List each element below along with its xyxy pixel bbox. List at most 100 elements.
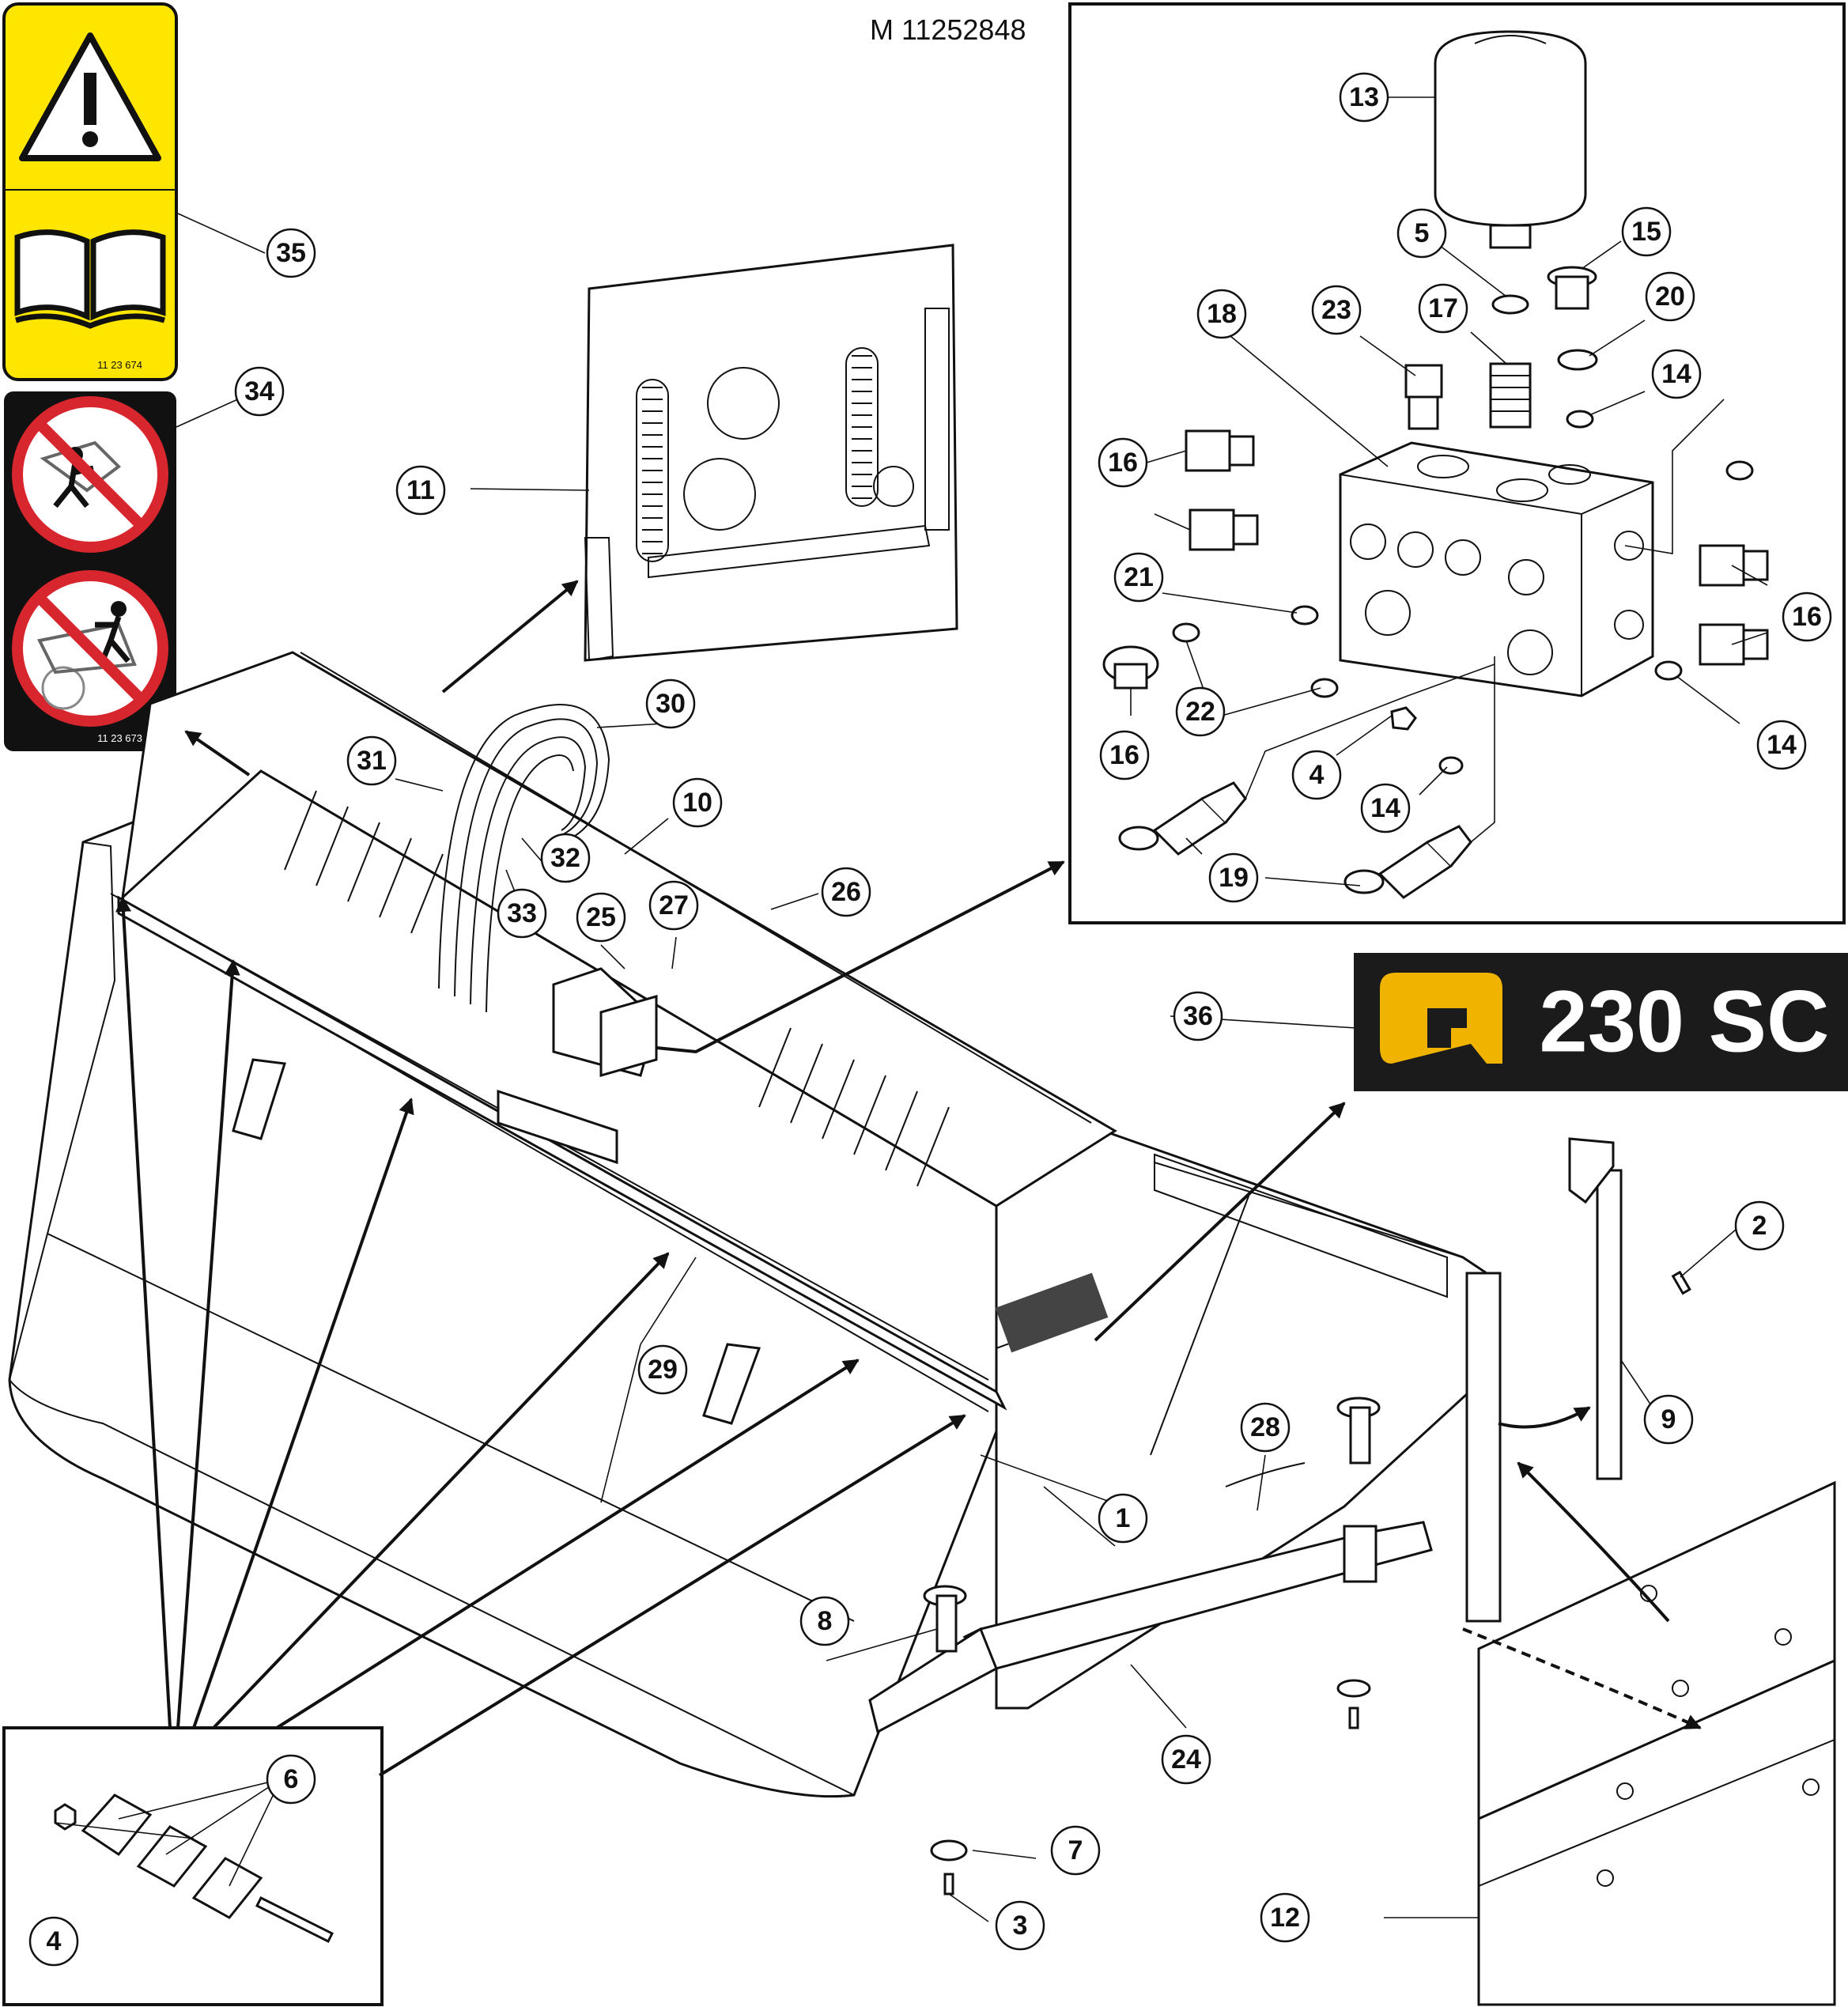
callout-16-c: 16 <box>1099 730 1150 780</box>
svg-text:6: 6 <box>284 1764 299 1794</box>
callout-10: 10 <box>672 777 723 828</box>
svg-text:16: 16 <box>1109 740 1139 770</box>
pins-8-28 <box>923 1397 1381 1896</box>
callout-27: 27 <box>648 880 699 931</box>
valve-block-18 <box>1339 441 1654 697</box>
svg-text:30: 30 <box>656 689 686 719</box>
valve-assembly-25 <box>497 967 658 1165</box>
svg-text:26: 26 <box>831 877 861 907</box>
svg-text:8: 8 <box>818 1606 833 1636</box>
callout-12: 12 <box>1260 1892 1310 1943</box>
callout-14-d: 14 <box>1661 359 1691 389</box>
diagram-reference-number: M 11252848 <box>870 13 1026 46</box>
svg-text:1: 1 <box>1116 1503 1131 1533</box>
warning-label: 11 23 674 <box>2 2 178 381</box>
prohibition-label: 11 23 673 <box>4 391 176 751</box>
callout-11: 11 <box>395 465 446 516</box>
relief-valve-23 <box>1404 364 1443 430</box>
svg-text:35: 35 <box>276 238 306 268</box>
model-badge-36: 230 SC <box>1354 953 1848 1091</box>
label-code-673: 11 23 673 <box>97 732 142 744</box>
callout-4-detail: 4 <box>1291 750 1342 800</box>
callout-2: 2 <box>1734 1200 1785 1251</box>
callout-17: 17 <box>1418 283 1468 334</box>
svg-text:3: 3 <box>1013 1911 1028 1941</box>
handle-right <box>702 1343 761 1425</box>
callout-7: 7 <box>1050 1825 1101 1876</box>
valve-block-detail-frame <box>1068 2 1846 924</box>
svg-text:16: 16 <box>1792 602 1822 632</box>
hoses-30 <box>438 704 610 1013</box>
label-code-674: 11 23 674 <box>97 359 142 371</box>
svg-text:14: 14 <box>1661 359 1691 389</box>
svg-text:21: 21 <box>1124 562 1154 592</box>
svg-text:18: 18 <box>1207 299 1237 329</box>
svg-text:11: 11 <box>406 475 435 505</box>
svg-text:34: 34 <box>244 376 274 406</box>
callout-16-b: 16 <box>1782 592 1832 642</box>
svg-text:33: 33 <box>507 898 537 928</box>
callout-20: 20 <box>1645 271 1695 322</box>
callout-25: 25 <box>576 892 626 943</box>
fitting-17 <box>1489 362 1532 429</box>
callout-26: 26 <box>821 867 871 917</box>
callout-6: 6 <box>266 1754 316 1805</box>
warning-triangle-icon <box>19 32 161 161</box>
callout-28: 28 <box>1240 1402 1291 1453</box>
callout-23: 23 <box>1311 285 1362 335</box>
callout-9: 9 <box>1643 1394 1694 1445</box>
svg-text:14: 14 <box>1370 793 1400 823</box>
fittings-16 <box>1102 429 1769 690</box>
seal-ring-5 <box>1491 294 1529 315</box>
svg-text:9: 9 <box>1661 1404 1676 1434</box>
callout-29: 29 <box>637 1344 688 1395</box>
svg-text:23: 23 <box>1321 295 1351 325</box>
svg-text:17: 17 <box>1428 293 1458 323</box>
callout-30: 30 <box>645 678 696 729</box>
svg-text:13: 13 <box>1349 82 1379 112</box>
no-riding-icon <box>12 396 168 553</box>
spring-mechanism-11 <box>470 244 958 662</box>
svg-text:5: 5 <box>1415 218 1430 248</box>
callout-31: 31 <box>346 735 397 786</box>
svg-text:31: 31 <box>357 746 387 776</box>
callout-35: 35 <box>266 228 316 278</box>
callout-18: 18 <box>1196 289 1247 339</box>
svg-text:19: 19 <box>1219 863 1249 893</box>
accumulator-13 <box>1434 30 1587 249</box>
callout-1: 1 <box>1098 1493 1148 1544</box>
callout-36: 36 <box>1173 991 1223 1041</box>
svg-text:29: 29 <box>648 1355 678 1385</box>
callout-13: 13 <box>1339 72 1389 123</box>
svg-text:2: 2 <box>1752 1211 1767 1241</box>
decal-strip <box>995 1272 1109 1353</box>
side-plate-12 <box>1384 1480 1836 2006</box>
svg-text:36: 36 <box>1183 1001 1213 1031</box>
manual-book-icon <box>14 229 166 329</box>
callout-32: 32 <box>540 833 591 883</box>
svg-text:12: 12 <box>1270 1903 1300 1933</box>
cylinder-24 <box>868 1462 1433 1734</box>
callout-33: 33 <box>497 888 547 939</box>
callout-16-d: 16 <box>1108 448 1138 478</box>
vent-slots-left <box>284 790 950 1187</box>
rod-9 <box>1568 1137 1737 1480</box>
svg-text:20: 20 <box>1655 282 1685 312</box>
plugs-14-21-22 <box>1172 410 1754 775</box>
model-name: 230 SC <box>1540 973 1830 1071</box>
svg-text:16: 16 <box>1108 448 1138 478</box>
callout-8: 8 <box>799 1596 850 1646</box>
cartridge-valves-19 <box>1118 781 1472 899</box>
svg-text:28: 28 <box>1250 1412 1280 1442</box>
svg-text:27: 27 <box>659 890 689 920</box>
svg-text:24: 24 <box>1171 1744 1201 1775</box>
svg-text:25: 25 <box>586 902 616 932</box>
callouts: 1 2 3 4 4 5 6 7 8 9 10 11 12 13 14 14 14… <box>28 72 1832 1967</box>
svg-text:4: 4 <box>1309 760 1325 790</box>
svg-text:22: 22 <box>1185 697 1215 727</box>
svg-text:32: 32 <box>550 843 580 873</box>
reference-arrows <box>115 580 1702 1777</box>
callout-14-c: 14 <box>1360 783 1411 833</box>
callout-21: 21 <box>1113 552 1164 603</box>
